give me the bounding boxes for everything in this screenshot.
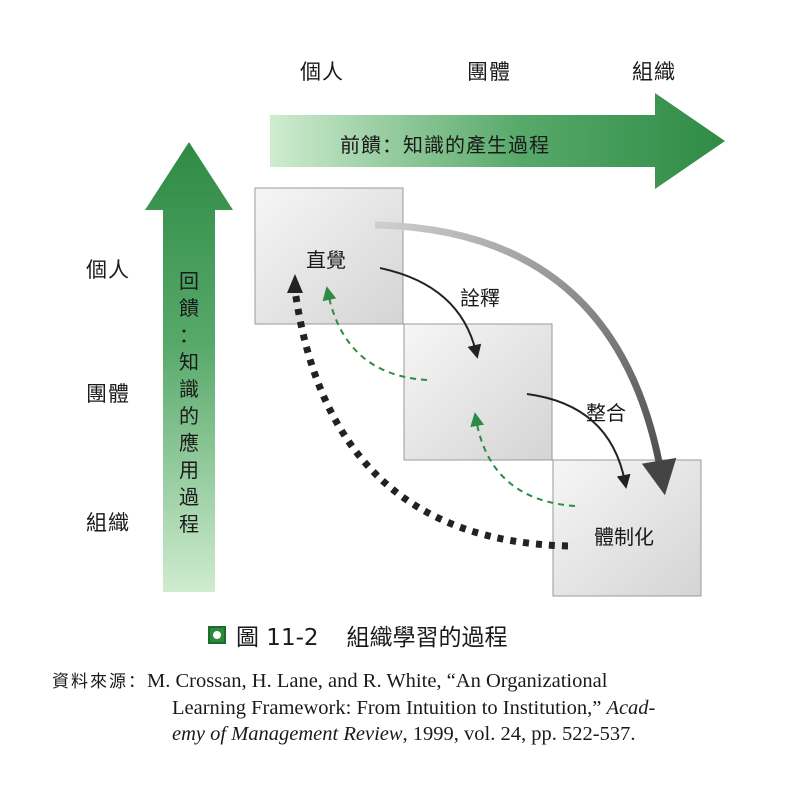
feedforward-label: 前饋：知識的產生過程 (340, 133, 550, 157)
label-integrating: 整合 (586, 401, 626, 425)
row-header-individual: 個人 (86, 258, 130, 282)
feedback-label: 回 饋 ： 知 識 的 應 用 過 程 (179, 269, 199, 536)
feedforward-arrow (270, 93, 725, 189)
figure-number: 圖 11-2 (236, 625, 319, 651)
label-institutionalizing: 體制化 (594, 525, 654, 549)
feedback-dashed-upper (322, 286, 428, 381)
feedback-dotted-arrowhead (287, 274, 303, 293)
column-header-group: 團體 (467, 60, 511, 84)
box-interpreting-integrating (403, 323, 553, 461)
row-header-group: 團體 (86, 382, 130, 406)
feedback-arrow (145, 142, 233, 592)
source-journal: emy of Management Review (172, 723, 403, 745)
label-interpreting: 詮釋 (460, 286, 500, 310)
figure-caption: 圖 11-2 組織學習的過程 (208, 618, 508, 652)
arrow-interpreting (379, 267, 482, 359)
caption-bullet-icon (208, 626, 226, 644)
source-line-1: M. Crossan, H. Lane, and R. White, “An O… (147, 670, 608, 692)
label-intuiting: 直覺 (306, 248, 346, 272)
row-header-organization: 組織 (86, 511, 130, 535)
figure-title: 組織學習的過程 (346, 625, 508, 651)
source-line-2b: Acad- (606, 697, 656, 719)
source-citation: 資料來源：M. Crossan, H. Lane, and R. White, … (52, 668, 742, 747)
arrow-integrating (526, 393, 631, 489)
column-header-organization: 組織 (632, 60, 676, 84)
source-label: 資料來源： (52, 672, 147, 692)
arc-intuition-to-institution (374, 221, 677, 496)
source-line-3b: , 1999, vol. 24, pp. 522-537. (402, 723, 636, 745)
column-header-individual: 個人 (300, 60, 344, 84)
source-line-2a: Learning Framework: From Intuition to In… (172, 697, 602, 719)
feedback-dashed-lower (470, 412, 576, 507)
